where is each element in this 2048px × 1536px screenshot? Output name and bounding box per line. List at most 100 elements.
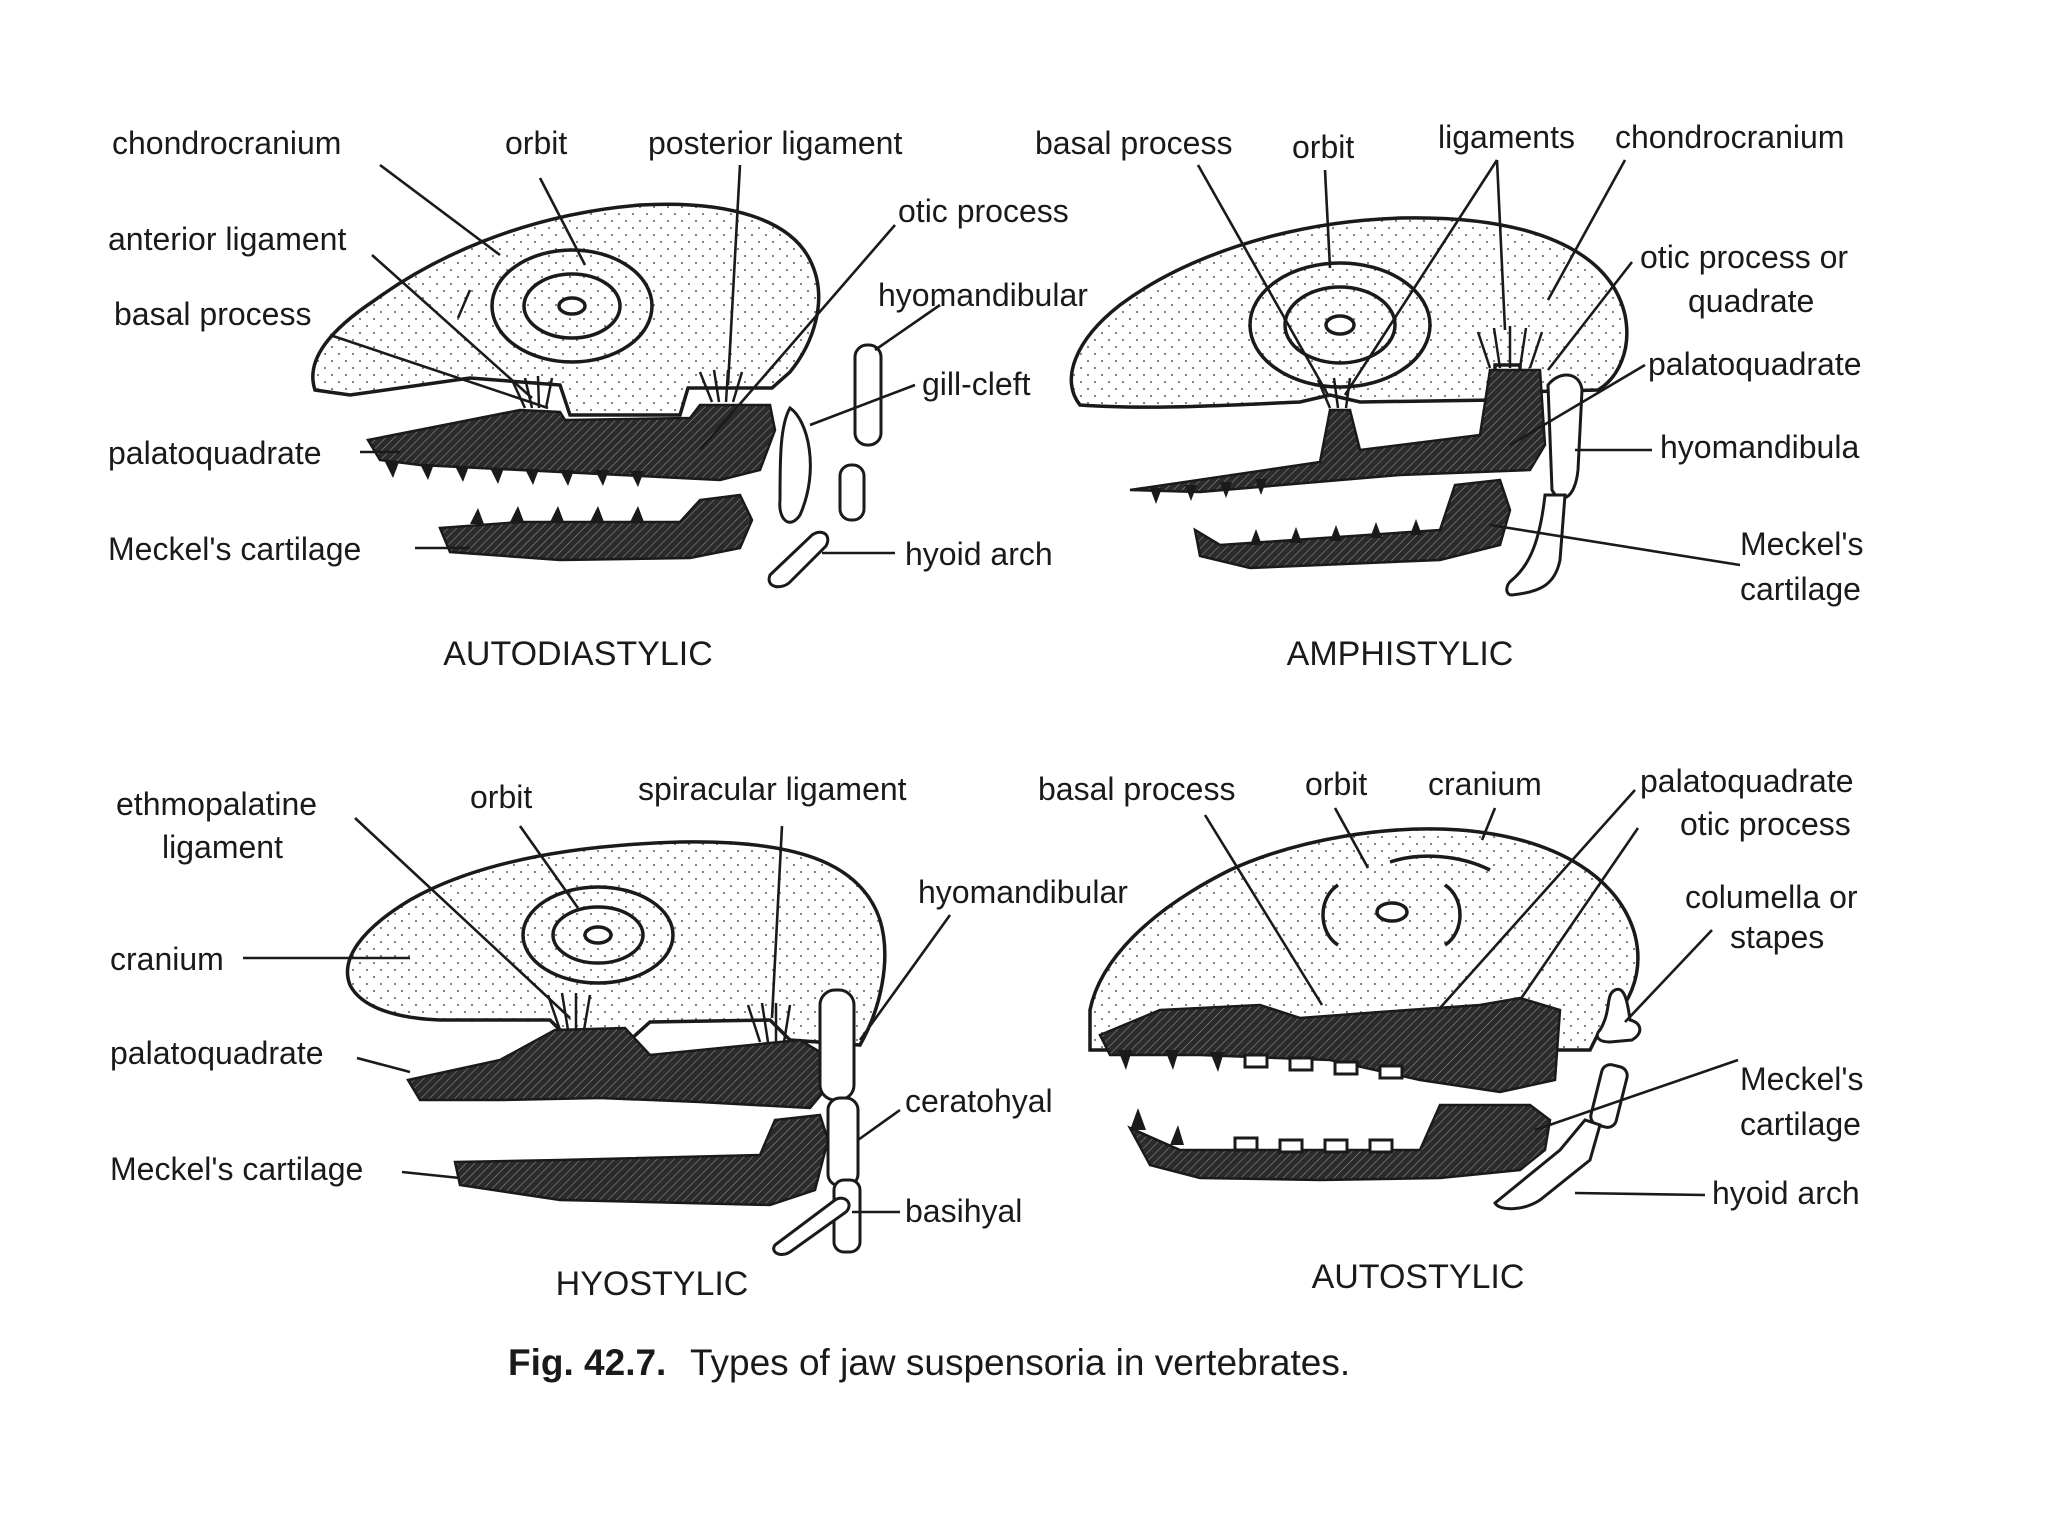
cranium-shape xyxy=(345,840,887,1047)
basihyal-shape xyxy=(772,1196,851,1256)
hyostylic-drawing xyxy=(345,840,887,1256)
label-posterior-ligament: posterior ligament xyxy=(648,125,902,161)
label-otic-process: otic process xyxy=(898,193,1069,229)
label-cranium: cranium xyxy=(110,941,224,977)
panel-amphistylic: basal process orbit ligaments chondrocra… xyxy=(1035,119,1863,673)
label-basal-process: basal process xyxy=(114,296,311,332)
autodiastylic-drawing xyxy=(311,202,883,589)
label-basal-process: basal process xyxy=(1038,771,1235,807)
lower-teeth xyxy=(470,506,644,524)
hyoid-arch-shape xyxy=(1493,1118,1602,1211)
label-meckels-line1: Meckel's xyxy=(1740,526,1863,562)
orbit-ring-left xyxy=(1321,883,1340,947)
label-spiracular-ligament: spiracular ligament xyxy=(638,771,907,807)
upper-teeth xyxy=(1118,1050,1404,1080)
lower-teeth xyxy=(1250,519,1422,545)
meckels-cartilage-shape xyxy=(453,1113,830,1207)
label-columella-line2: stapes xyxy=(1730,919,1824,955)
amphistylic-drawing xyxy=(1069,216,1629,597)
label-otic-process-line2: quadrate xyxy=(1688,283,1814,319)
hyoid-arch-shape xyxy=(1505,493,1567,597)
label-palatoquadrate: palatoquadrate xyxy=(110,1035,324,1071)
panel-title-autodiastylic: AUTODIASTYLIC xyxy=(443,635,713,673)
hyomandibula-shape xyxy=(1546,373,1584,500)
panel-hyostylic: ethmopalatine ligament orbit spiracular … xyxy=(110,771,1128,1303)
autostylic-leaders xyxy=(1203,789,1739,1197)
palatoquadrate-shape xyxy=(366,403,777,482)
label-hyoid-arch: hyoid arch xyxy=(905,536,1053,572)
figure-caption: Fig. 42.7. Types of jaw suspensoria in v… xyxy=(508,1342,1350,1383)
label-hyoid-arch: hyoid arch xyxy=(1712,1175,1860,1211)
ceratohyal-shape xyxy=(826,1096,860,1188)
label-chondrocranium: chondrocranium xyxy=(112,125,341,161)
label-chondrocranium: chondrocranium xyxy=(1615,119,1844,155)
label-basal-process: basal process xyxy=(1035,125,1232,161)
palatoquadrate-shape xyxy=(1129,368,1547,494)
panel-title-hyostylic: HYOSTYLIC xyxy=(556,1265,749,1303)
orbit-ring-outer xyxy=(521,885,675,985)
amphistylic-leaders xyxy=(1196,159,1741,567)
label-ethmopalatine-line2: ligament xyxy=(162,829,283,865)
hyomandibular-shape xyxy=(818,988,856,1102)
label-meckels-line2: cartilage xyxy=(1740,571,1861,607)
autodiastylic-leaders xyxy=(329,163,941,555)
columella-shape xyxy=(1595,987,1642,1044)
hyoid-upper-segment xyxy=(1589,1063,1629,1129)
label-meckels-line1: Meckel's xyxy=(1740,1061,1863,1097)
ligament-fibres xyxy=(546,992,792,1043)
label-columella-line1: columella or xyxy=(1685,879,1858,915)
orbit-ring-right xyxy=(1443,883,1462,947)
orbit-eye xyxy=(1324,314,1356,336)
label-orbit: orbit xyxy=(470,779,532,815)
label-hyomandibular: hyomandibular xyxy=(878,277,1088,313)
palatoquadrate-shape xyxy=(406,1026,827,1110)
label-meckels-line2: cartilage xyxy=(1740,1106,1861,1142)
label-palatoquadrate: palatoquadrate xyxy=(1640,763,1854,799)
label-meckels-cartilage: Meckel's cartilage xyxy=(110,1151,363,1187)
orbit-eye xyxy=(557,296,587,316)
label-otic-process: otic process xyxy=(1680,806,1851,842)
orbit-ring-inner xyxy=(551,905,645,965)
label-basihyal: basihyal xyxy=(905,1193,1022,1229)
orbit-ring-inner xyxy=(522,272,622,340)
hyostylic-leaders xyxy=(243,817,952,1214)
hyoid-segment xyxy=(838,463,866,522)
panel-autostylic: basal process orbit cranium palatoquadra… xyxy=(1038,763,1863,1296)
label-ceratohyal: ceratohyal xyxy=(905,1083,1053,1119)
label-hyomandibula: hyomandibula xyxy=(1660,429,1859,465)
orbit-eye xyxy=(1375,901,1409,923)
label-anterior-ligament: anterior ligament xyxy=(108,221,346,257)
caption-number: Fig. 42.7. xyxy=(508,1342,666,1383)
label-ligaments: ligaments xyxy=(1438,119,1575,155)
label-ethmopalatine-line1: ethmopalatine xyxy=(116,786,317,822)
orbit-ring-outer xyxy=(1248,261,1432,389)
label-gill-cleft: gill-cleft xyxy=(922,366,1031,402)
label-cranium: cranium xyxy=(1428,766,1542,802)
panel-title-autostylic: AUTOSTYLIC xyxy=(1312,1258,1525,1296)
label-palatoquadrate: palatoquadrate xyxy=(1648,346,1862,382)
hyomandibular-shape xyxy=(853,343,883,447)
label-orbit: orbit xyxy=(1305,766,1367,802)
orbit-ring-inner xyxy=(1283,285,1397,365)
ligament-fibres xyxy=(1316,326,1544,409)
cranium-shape xyxy=(1088,827,1640,1052)
gill-cleft-shape xyxy=(778,405,812,524)
lower-teeth xyxy=(1130,1108,1394,1154)
meckels-cartilage-shape xyxy=(1127,1103,1552,1182)
panel-autodiastylic: chondrocranium orbit posterior ligament … xyxy=(108,125,1088,673)
meckels-cartilage-shape xyxy=(438,493,754,562)
orbit-eye xyxy=(583,925,613,945)
label-palatoquadrate: palatoquadrate xyxy=(108,435,322,471)
label-meckels-cartilage: Meckel's cartilage xyxy=(108,531,361,567)
autostylic-drawing xyxy=(1088,827,1642,1211)
caption-text: Types of jaw suspensoria in vertebrates. xyxy=(690,1342,1350,1383)
label-otic-process-line1: otic process or xyxy=(1640,239,1848,275)
meckels-cartilage-shape xyxy=(1193,478,1512,570)
cranium-outline-top xyxy=(1389,854,1491,872)
hyoid-arch-shape xyxy=(767,530,830,589)
label-hyomandibular: hyomandibular xyxy=(918,874,1128,910)
palatoquadrate-shape xyxy=(1098,996,1562,1094)
label-orbit: orbit xyxy=(505,125,567,161)
orbit-ring-outer xyxy=(490,248,654,364)
